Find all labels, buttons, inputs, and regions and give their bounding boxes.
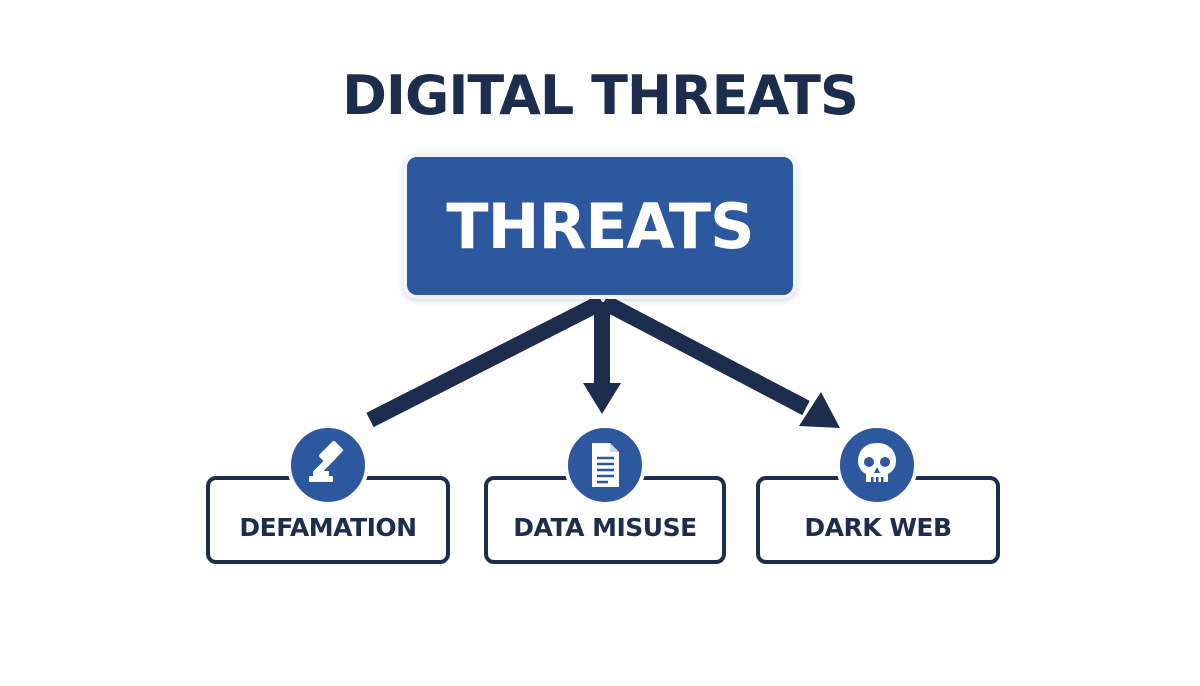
arrowhead-data-misuse bbox=[583, 383, 621, 414]
page-title: DIGITAL THREATS bbox=[342, 64, 859, 127]
root-node-label: THREATS bbox=[446, 189, 754, 263]
child-node-label: DARK WEB bbox=[804, 512, 952, 542]
arrow-to-defamation bbox=[366, 294, 606, 428]
arrowhead-dark-web bbox=[799, 392, 840, 428]
arrow-to-dark-web bbox=[600, 294, 810, 416]
root-node: THREATS bbox=[403, 153, 797, 299]
skull-icon bbox=[836, 424, 918, 506]
child-node-label: DEFAMATION bbox=[239, 512, 417, 542]
gavel-icon bbox=[287, 424, 369, 506]
child-node-label: DATA MISUSE bbox=[513, 512, 697, 542]
document-icon bbox=[564, 424, 646, 506]
